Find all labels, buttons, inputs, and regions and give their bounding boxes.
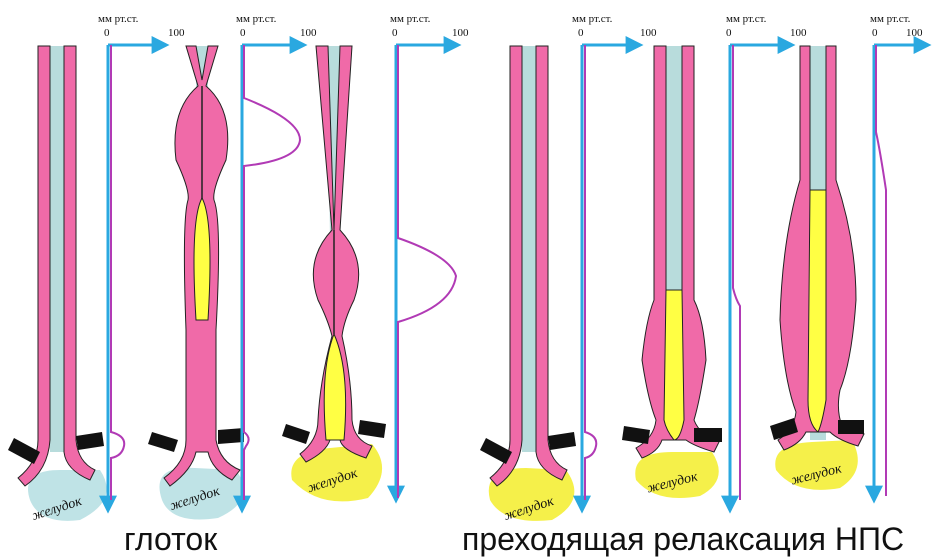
- diaphragm-right: [218, 428, 244, 444]
- axis-zero: 0: [726, 27, 732, 39]
- axis-zero: 0: [240, 27, 246, 39]
- axis-unit: мм рт.ст.: [236, 13, 277, 25]
- axis-zero: 0: [104, 27, 110, 39]
- bolus: [808, 190, 826, 432]
- panel-1: желудок мм рт.ст. 0 100: [8, 13, 185, 524]
- axis-max: 100: [168, 27, 185, 39]
- axis-unit: мм рт.ст.: [98, 13, 139, 25]
- panel-6: желудок мм рт.ст. 0 100: [770, 13, 928, 500]
- diaphragm-left: [480, 438, 512, 464]
- pressure-trace: [733, 45, 740, 500]
- axis-max: 100: [790, 27, 807, 39]
- esophagus-right-wall: [536, 46, 567, 480]
- lumen: [522, 46, 536, 452]
- lumen: [50, 46, 64, 452]
- panel-4: желудок мм рт.ст. 0 100: [480, 13, 657, 524]
- pressure-trace: [398, 45, 456, 498]
- panel-3: желудок мм рт.ст. 0 100: [282, 13, 469, 501]
- axis-max: 100: [640, 27, 657, 39]
- panel-2: желудок мм рт.ст. 0 100: [148, 13, 317, 520]
- diaphragm-right: [358, 420, 386, 438]
- bolus: [194, 198, 210, 320]
- diaphragm-left: [282, 424, 310, 444]
- diaphragm-right: [838, 420, 864, 434]
- pressure-trace: [111, 45, 124, 500]
- caption-swallow: глоток: [124, 521, 218, 557]
- caption-tlesr: преходящая релаксация НПС: [462, 521, 904, 557]
- esophagus-right-wall: [64, 46, 95, 480]
- diaphragm-right: [694, 428, 722, 442]
- diaphragm-left: [8, 438, 40, 464]
- axis-zero: 0: [392, 27, 398, 39]
- diaphragm-left: [622, 426, 650, 444]
- diaphragm-left: [148, 432, 178, 452]
- esophagus-left-wall: [18, 46, 50, 486]
- axis-unit: мм рт.ст.: [390, 13, 431, 25]
- axis-unit: мм рт.ст.: [870, 13, 911, 25]
- diaphragm-right: [548, 432, 576, 450]
- axis-unit: мм рт.ст.: [572, 13, 613, 25]
- axis-zero: 0: [872, 27, 878, 39]
- pressure-trace: [876, 45, 886, 496]
- axis-unit: мм рт.ст.: [726, 13, 767, 25]
- axis-max: 100: [452, 27, 469, 39]
- esophagus-left-wall: [490, 46, 522, 486]
- diaphragm-right: [76, 432, 104, 450]
- bolus: [664, 290, 684, 440]
- axis-max: 100: [906, 27, 923, 39]
- axis-max: 100: [300, 27, 317, 39]
- axis-zero: 0: [578, 27, 584, 39]
- pressure-trace: [585, 45, 596, 500]
